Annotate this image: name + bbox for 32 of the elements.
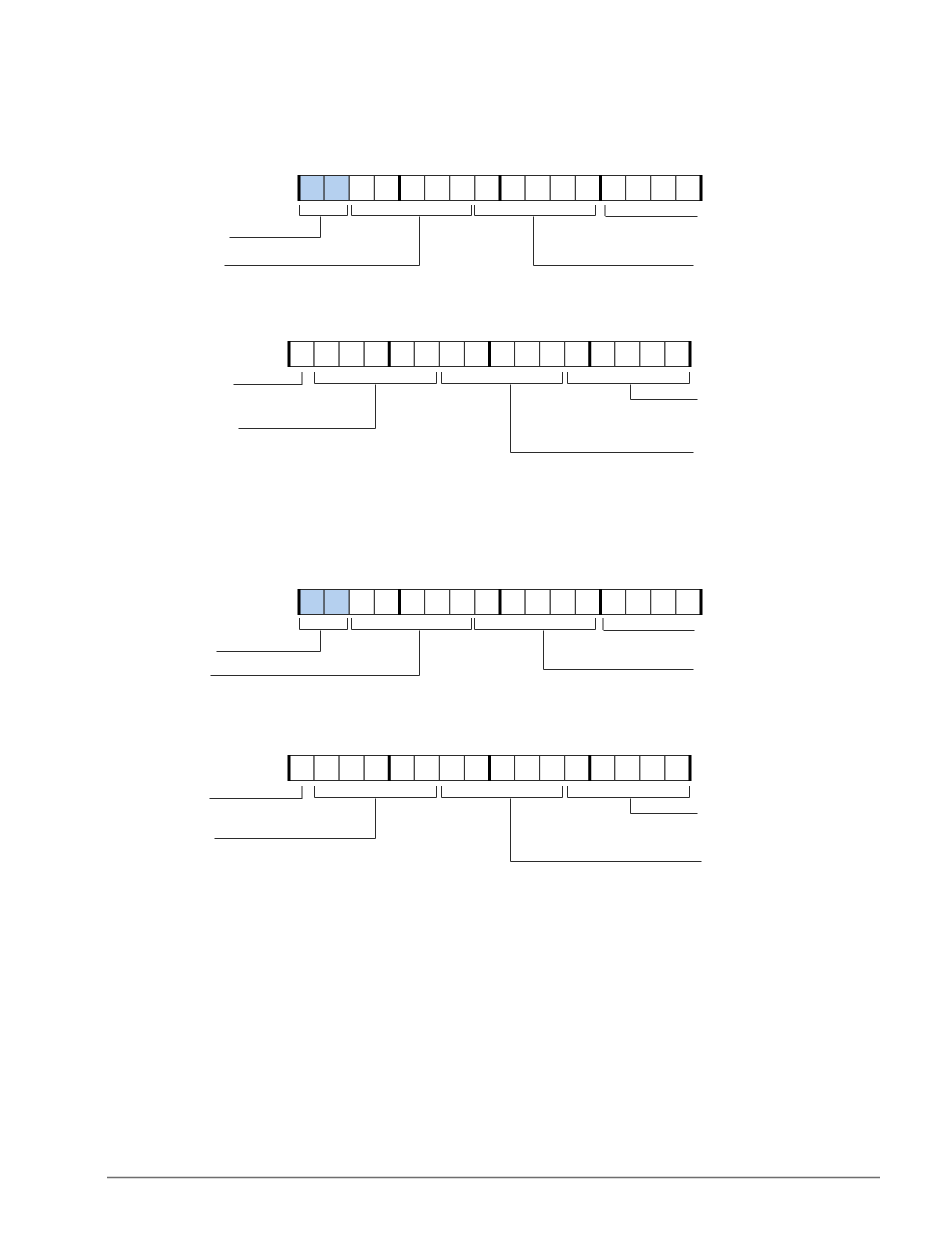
bracket (314, 786, 437, 798)
leader-line (543, 630, 694, 670)
leader-line (224, 216, 420, 266)
leader-line (510, 384, 694, 453)
register-bar (287, 341, 692, 367)
bracket (314, 372, 437, 384)
bracket (351, 618, 472, 630)
leader-line (229, 216, 321, 238)
bracket (441, 372, 563, 384)
bracket (474, 618, 596, 630)
bracket (441, 786, 563, 798)
bracket (474, 205, 596, 216)
register-bar (287, 755, 692, 781)
leader-line (209, 798, 303, 799)
leader-line (214, 798, 376, 839)
leader-line (238, 384, 376, 429)
leader-line (605, 216, 698, 217)
leader-line (510, 798, 702, 862)
bracket (567, 372, 690, 384)
leader-line (233, 384, 303, 385)
leader-line (630, 384, 698, 400)
register-bar (297, 175, 703, 201)
leader-line (216, 630, 321, 652)
leader-line (533, 216, 694, 266)
leader-line (603, 630, 695, 631)
bracket (567, 786, 690, 798)
bracket (351, 205, 472, 216)
register-bar (297, 589, 703, 615)
bracket (299, 205, 348, 216)
bracket (299, 618, 348, 630)
leader-line (210, 630, 420, 676)
leader-line (630, 798, 698, 814)
